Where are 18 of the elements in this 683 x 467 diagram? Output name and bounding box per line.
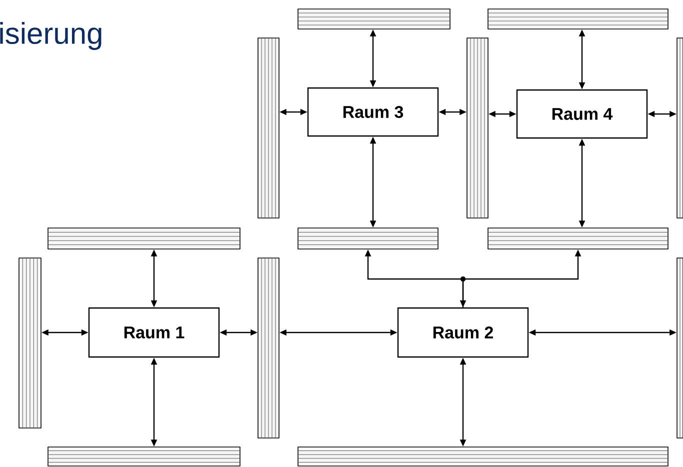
- wall-bar: [48, 228, 240, 250]
- room-box: Raum 2: [397, 307, 529, 358]
- title: isierung: [0, 22, 102, 50]
- wall-bar: [298, 8, 450, 30]
- wall-bar: [676, 38, 683, 218]
- wall-bar: [466, 38, 488, 218]
- wall-bar: [488, 8, 668, 30]
- wall-bar: [48, 446, 240, 466]
- room-box: Raum 1: [88, 307, 220, 358]
- wall-bar: [488, 228, 668, 250]
- room-box: Raum 4: [516, 89, 648, 139]
- room-box: Raum 3: [307, 87, 439, 137]
- wall-bar: [298, 228, 438, 250]
- wall-bar: [18, 258, 42, 428]
- wall-bar: [298, 446, 668, 466]
- wall-bar: [258, 258, 280, 438]
- wall-bar: [258, 38, 280, 218]
- wall-bar: [676, 258, 683, 438]
